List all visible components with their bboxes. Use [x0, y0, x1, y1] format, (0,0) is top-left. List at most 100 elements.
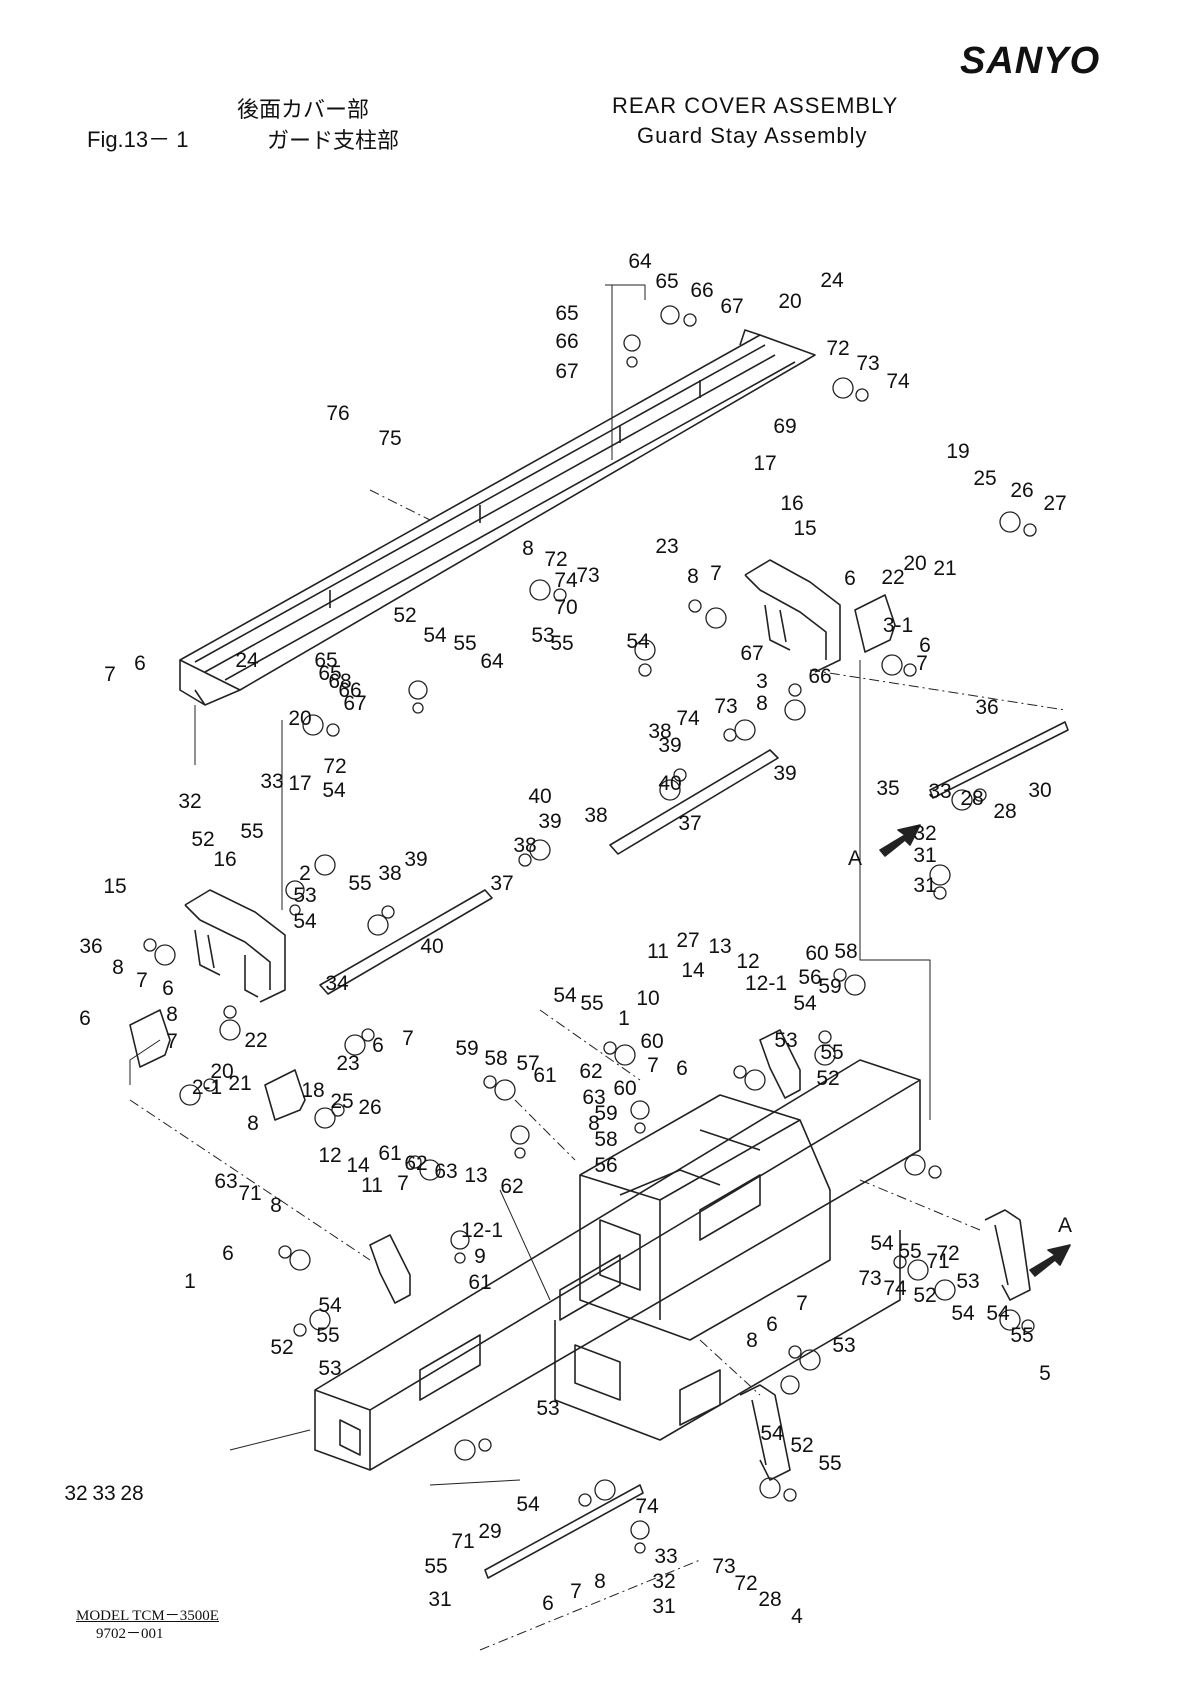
- callout-label: 12: [318, 1144, 341, 1167]
- callout-label: 65: [318, 662, 341, 685]
- callout-label: 52: [790, 1434, 813, 1457]
- callout-label: 54: [626, 630, 650, 653]
- diagram-drawing: [129, 284, 1071, 1651]
- callout-label: 39: [773, 762, 796, 785]
- callout-label: 61: [378, 1142, 401, 1165]
- callout-label: 67: [720, 295, 743, 318]
- callout-label: 72: [826, 337, 849, 360]
- callout-label: 58: [484, 1047, 507, 1070]
- callout-label: 7: [916, 652, 928, 675]
- callout-label: 55: [348, 872, 371, 895]
- callout-label: 35: [876, 777, 899, 800]
- callout-label: 74: [886, 370, 910, 393]
- callout-label: 61: [533, 1064, 556, 1087]
- callout-label: 74: [676, 707, 700, 730]
- upper-rail-top-channel: [739, 329, 761, 346]
- callout-label: 8: [746, 1329, 758, 1352]
- callout-label: 53: [774, 1029, 797, 1052]
- callout-label: 55: [316, 1324, 339, 1347]
- callout-label: 38: [584, 804, 607, 827]
- callout-label: 13: [708, 935, 731, 958]
- callout-label: 76: [326, 402, 349, 425]
- callout-label: 5: [1039, 1362, 1051, 1385]
- callout-label: 52: [393, 604, 416, 627]
- callout-label: 67: [555, 360, 578, 383]
- callout-label: 14: [681, 959, 705, 982]
- callout-label: 58: [594, 1128, 617, 1151]
- callout-label: 25: [973, 467, 996, 490]
- callout-label: 54: [516, 1493, 540, 1516]
- callout-label: 27: [1043, 492, 1066, 515]
- callout-label: 7: [402, 1027, 414, 1050]
- callout-label: 8: [756, 692, 768, 715]
- callout-label: 10: [636, 987, 659, 1010]
- callout-label: 37: [490, 872, 513, 895]
- leader-lines: [129, 284, 931, 1486]
- callout-label: 15: [793, 517, 816, 540]
- callout-label: 55: [1010, 1324, 1033, 1347]
- guard-frame-4: [739, 1384, 791, 1481]
- callout-label: 6: [919, 634, 931, 657]
- guard-pillar-1-right: [759, 1029, 801, 1099]
- callout-label: 16: [780, 492, 803, 515]
- subtitle-japanese: ガード支柱部: [267, 129, 400, 154]
- callout-label: 6: [542, 1592, 554, 1615]
- view-arrow-a-upper: [879, 824, 921, 857]
- callout-label: 73: [856, 352, 879, 375]
- callout-label: 16: [213, 848, 236, 871]
- callout-label: 29: [478, 1520, 501, 1543]
- callout-label: 60: [640, 1030, 663, 1053]
- callout-label: 2: [299, 862, 311, 885]
- callout-label: 3-1: [883, 614, 913, 637]
- callout-label: 28: [993, 800, 1016, 823]
- callout-label: 52: [816, 1067, 839, 1090]
- callout-label: 31: [428, 1588, 451, 1611]
- callout-label: 52: [913, 1284, 936, 1307]
- sanyo-logo: SANYO: [960, 40, 1101, 82]
- guard-frame-3-leg: [764, 604, 791, 651]
- dash-dot-lines: [129, 489, 1066, 1651]
- lower-base: [554, 1230, 901, 1441]
- callout-label: 4: [791, 1605, 803, 1628]
- callout-label: 8: [522, 537, 534, 560]
- callout-label: 26: [358, 1096, 381, 1119]
- bracket-18: [264, 1069, 306, 1121]
- callout-label: 58: [834, 940, 857, 963]
- callout-label: 54: [986, 1302, 1010, 1325]
- callout-label: 72: [544, 548, 567, 571]
- callout-label: 67: [740, 642, 763, 665]
- document-code: 9702－001: [96, 1626, 164, 1642]
- callout-label: 7: [647, 1054, 659, 1077]
- title-english: REAR COVER ASSEMBLY: [612, 93, 899, 118]
- guard-frame-2-leg: [194, 929, 259, 998]
- callout-label: 20: [210, 1060, 233, 1083]
- guard-frame-2: [184, 889, 286, 1003]
- callout-label: 39: [538, 810, 561, 833]
- callout-label: 53: [293, 884, 316, 907]
- callout-label: 6: [222, 1242, 234, 1265]
- callout-label: 32: [178, 790, 201, 813]
- callout-label: 31: [913, 874, 936, 897]
- callout-label: 39: [404, 848, 427, 871]
- callout-label: 6: [162, 977, 174, 1000]
- callout-label: 31: [913, 844, 936, 867]
- callout-label: 7: [710, 562, 722, 585]
- callout-label: 6: [134, 652, 146, 675]
- upper-rail: [179, 334, 816, 691]
- callout-label: 14: [346, 1154, 370, 1177]
- callout-label: 61: [468, 1271, 491, 1294]
- callout-label: 55: [818, 1452, 841, 1475]
- callout-label: 7: [166, 1030, 178, 1053]
- callout-label: 66: [690, 279, 713, 302]
- callout-label: 22: [244, 1029, 267, 1052]
- callout-label: 36: [79, 935, 102, 958]
- figure-number: Fig.13－ 1: [87, 127, 189, 152]
- callout-label: 60: [613, 1077, 636, 1100]
- callout-label: 8: [166, 1003, 178, 1026]
- callout-label: 1: [184, 1270, 196, 1293]
- callout-label: 55: [453, 632, 476, 655]
- callout-label: 73: [712, 1555, 735, 1578]
- base-frame-windows: [339, 1174, 761, 1456]
